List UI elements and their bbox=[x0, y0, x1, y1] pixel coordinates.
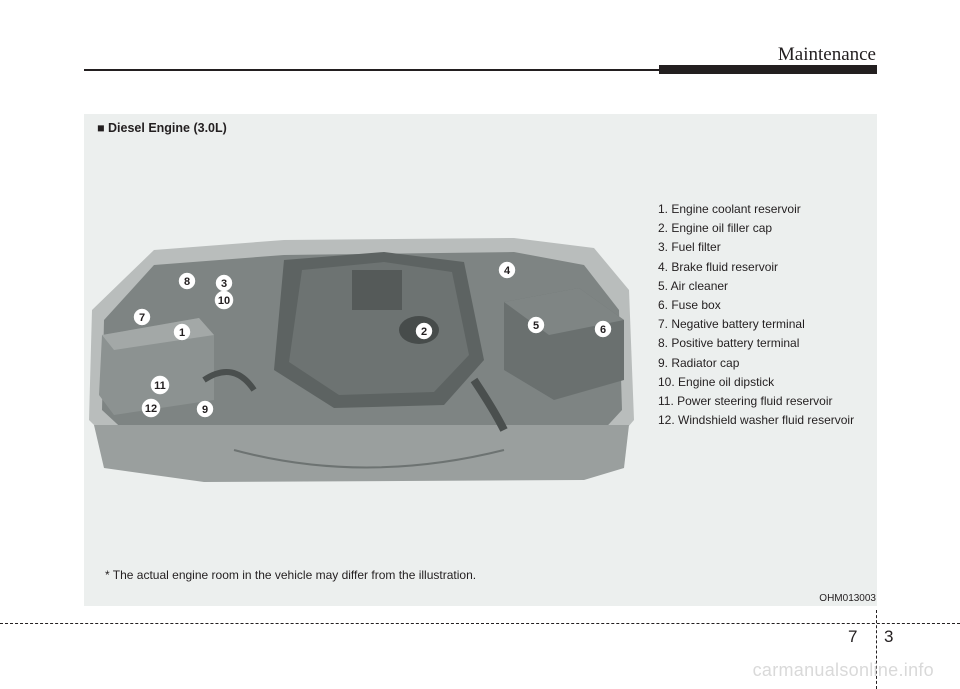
svg-text:5: 5 bbox=[533, 320, 539, 332]
svg-text:9: 9 bbox=[202, 404, 208, 416]
callout-6: 6 bbox=[594, 320, 612, 338]
callout-5: 5 bbox=[527, 316, 545, 334]
legend-item: 2. Engine oil filler cap bbox=[658, 221, 773, 236]
callout-7: 7 bbox=[133, 308, 151, 326]
callout-4: 4 bbox=[498, 261, 516, 279]
callout-10: 10 bbox=[214, 290, 234, 310]
legend-item: 7. Negative battery terminal bbox=[658, 317, 805, 332]
legend-item: 8. Positive battery terminal bbox=[658, 336, 800, 351]
svg-text:7: 7 bbox=[139, 312, 145, 324]
illustration-note: * The actual engine room in the vehicle … bbox=[105, 568, 477, 582]
footer-dashed-divider bbox=[876, 610, 877, 689]
header-rule bbox=[84, 69, 659, 71]
callout-8: 8 bbox=[178, 272, 196, 290]
component-legend: 1. Engine coolant reservoir 2. Engine oi… bbox=[658, 200, 854, 430]
legend-item: 1. Engine coolant reservoir bbox=[658, 202, 801, 216]
legend-item: 5. Air cleaner bbox=[658, 278, 729, 293]
figure-code: OHM013003 bbox=[819, 593, 876, 604]
legend-item: 11. Power steering fluid reservoir bbox=[658, 394, 833, 409]
page-number: 3 bbox=[884, 627, 894, 646]
callout-1: 1 bbox=[173, 323, 191, 341]
callout-9: 9 bbox=[196, 400, 214, 418]
legend-item: 10. Engine oil dipstick bbox=[658, 374, 775, 389]
svg-text:12: 12 bbox=[145, 403, 157, 415]
svg-text:8: 8 bbox=[184, 276, 190, 288]
svg-text:4: 4 bbox=[504, 265, 511, 277]
engine-bay-illustration: 1 2 3 4 5 6 7 8 9 10 11 12 bbox=[89, 238, 634, 482]
legend-item: 9. Radiator cap bbox=[658, 355, 740, 370]
svg-text:10: 10 bbox=[218, 295, 230, 307]
svg-text:3: 3 bbox=[221, 278, 227, 290]
footer-dashed-rule bbox=[0, 623, 960, 624]
legend-item: 6. Fuse box bbox=[658, 298, 721, 313]
svg-text:6: 6 bbox=[600, 324, 606, 336]
callout-3: 3 bbox=[215, 274, 233, 292]
chapter-title: Maintenance bbox=[777, 44, 876, 65]
legend-item: 4. Brake fluid reservoir bbox=[658, 259, 779, 274]
watermark: carmanualsonline.info bbox=[752, 660, 934, 680]
legend-item: 3. Fuel filter bbox=[658, 240, 721, 255]
callout-11: 11 bbox=[150, 375, 170, 395]
callout-12: 12 bbox=[141, 398, 161, 418]
legend-item: 12. Windshield washer fluid reservoir bbox=[658, 413, 855, 428]
svg-text:1: 1 bbox=[179, 327, 185, 339]
page-chapter-number: 7 bbox=[848, 627, 858, 646]
header-bar bbox=[659, 65, 877, 74]
section-title: ■ Diesel Engine (3.0L) bbox=[97, 121, 227, 135]
svg-text:11: 11 bbox=[154, 380, 166, 392]
svg-text:2: 2 bbox=[421, 326, 427, 338]
callout-2: 2 bbox=[415, 322, 433, 340]
